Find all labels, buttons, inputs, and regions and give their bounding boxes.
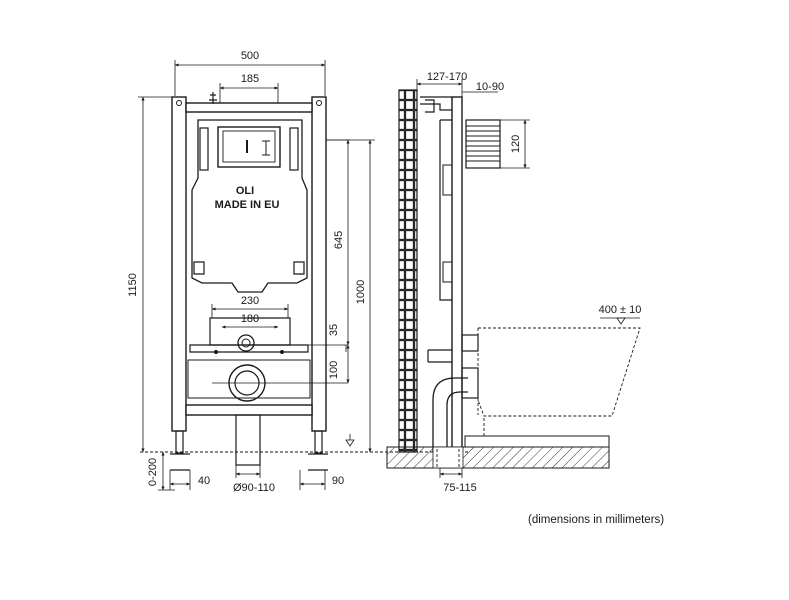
made-in-label: MADE IN EU	[215, 199, 280, 211]
frame-legs	[170, 414, 328, 478]
foot-width-label: 40	[198, 475, 210, 487]
dimension-leg-adjust: 0-200	[147, 451, 175, 491]
dimension-flush-height: 120	[500, 119, 530, 169]
tank-height-label: 645	[333, 231, 345, 249]
total-height-label: 1150	[127, 273, 139, 297]
leg-adjust-label: 0-200	[147, 458, 159, 486]
dimension-top-opening: 185	[219, 73, 279, 104]
flush-plate-side	[465, 119, 501, 169]
dimension-total-height: 1150	[127, 96, 172, 453]
drain-spacing-inner-label: 180	[241, 313, 259, 325]
dimension-drain-spacing-inner: 180	[221, 313, 279, 329]
drain-offset-label: 75-115	[443, 482, 476, 494]
dimension-fixing-height: 1000	[326, 139, 375, 453]
front-view: 500 185	[127, 50, 470, 494]
dimension-tank-height: 645	[326, 139, 350, 346]
brick-wall	[398, 89, 418, 453]
dimension-wall-depth: 127-170	[416, 71, 467, 100]
bowl-mount	[187, 317, 348, 402]
wall-depth-label: 127-170	[427, 71, 467, 83]
dimension-foot-width: 40	[169, 470, 210, 490]
top-opening-label: 185	[241, 73, 259, 85]
lower-offset-label: 100	[328, 361, 340, 379]
bowl-height-label: 400 ± 10	[599, 304, 642, 316]
dimension-lower-offset: 100	[328, 344, 350, 384]
dimension-drain-offset: 75-115	[439, 468, 477, 494]
upper-offset-label: 35	[328, 324, 340, 336]
dimension-foot-offset: 90	[299, 470, 344, 490]
frame-side	[420, 96, 479, 453]
flush-height-label: 120	[510, 135, 522, 153]
foot-offset-label: 90	[332, 475, 344, 487]
dimension-bowl-height: 400 ± 10	[599, 304, 642, 325]
units-note: (dimensions in millimeters)	[528, 514, 665, 526]
total-width-label: 500	[241, 50, 259, 62]
floor	[386, 435, 610, 469]
drain-spacing-outer-label: 230	[241, 295, 259, 307]
toilet-bowl	[477, 327, 641, 436]
dimension-flush-depth: 10-90	[462, 81, 504, 93]
fixing-height-label: 1000	[355, 280, 367, 304]
drain-diameter-label: Ø90-110	[233, 482, 275, 494]
dimension-upper-offset: 35	[328, 324, 347, 352]
dimension-drain-spacing-outer: 230	[211, 295, 289, 318]
brand-label: OLI	[236, 185, 254, 197]
dimension-drain-diameter: Ø90-110	[233, 472, 275, 494]
side-view: 127-170 10-90	[386, 71, 642, 494]
dimension-total-width: 500	[174, 50, 326, 96]
cistern-tank: OLI MADE IN EU	[191, 119, 308, 293]
flush-depth-label: 10-90	[476, 81, 504, 93]
